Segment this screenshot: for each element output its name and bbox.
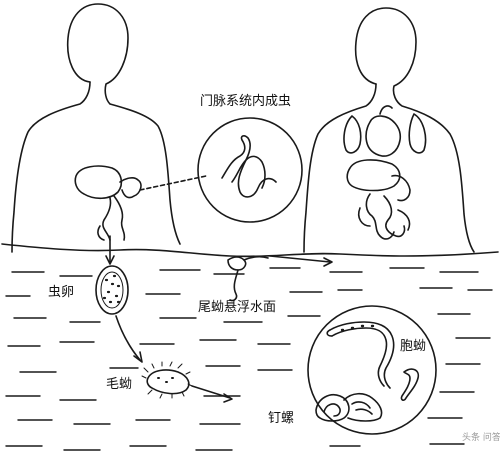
snail-label: 钉螺 — [268, 411, 295, 426]
miracidium-to-snail-arrow — [191, 385, 231, 399]
sporocyst-label: 胞蚴 — [400, 339, 427, 354]
adult-worm-circle — [197, 117, 303, 223]
right-body-organs — [343, 105, 427, 240]
right-human-figure — [303, 7, 475, 253]
watermark: 头条 问答号 — [462, 433, 500, 443]
left-liver-intestine — [74, 165, 142, 241]
cercaria-to-host-arrow-head — [323, 257, 333, 267]
egg-to-miracidium-arrow-head — [133, 351, 143, 363]
liver-to-adult-arrow — [139, 175, 207, 191]
miracidium-to-snail-arrow-head — [223, 393, 233, 403]
water-lines — [5, 267, 493, 451]
egg-to-miracidium-arrow — [115, 315, 141, 361]
egg-label: 虫卵 — [48, 285, 75, 300]
miracidium — [141, 361, 193, 399]
miracidium-label: 毛蚴 — [106, 377, 133, 392]
cercaria-label: 尾蚴悬浮水面 — [198, 300, 277, 315]
snail-sporocyst-circle — [307, 305, 437, 435]
cercaria — [227, 255, 269, 302]
egg — [95, 265, 129, 315]
cercaria-to-host-arrow — [269, 255, 331, 263]
water-surface — [1, 243, 499, 258]
portal-adult-worm-label: 门脉系统内成虫 — [200, 94, 292, 109]
body-to-egg-arrow-head — [105, 255, 115, 265]
left-human-figure — [11, 3, 181, 253]
